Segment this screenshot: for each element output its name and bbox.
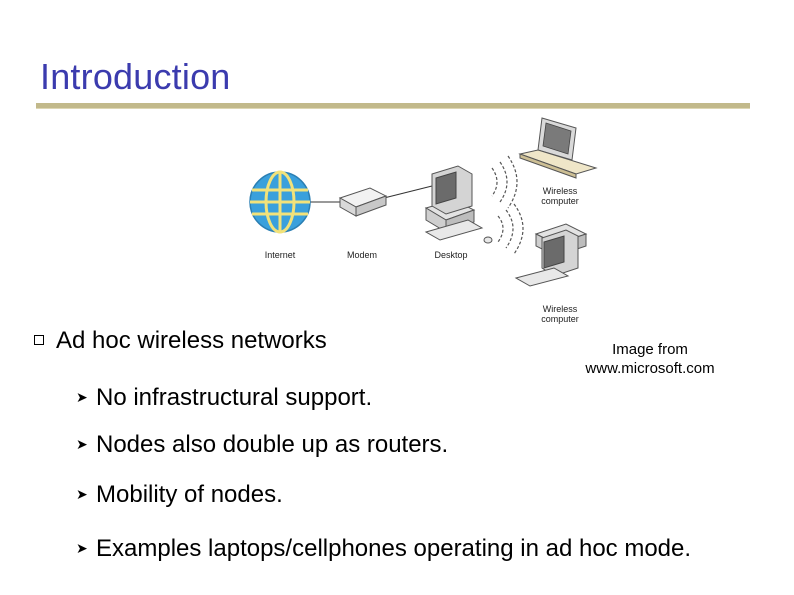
network-diagram-svg — [249, 117, 598, 287]
sub-bullet: ➤ Mobility of nodes. — [76, 479, 283, 510]
desktop-computer-icon — [424, 165, 493, 244]
sub-bullet-text: Mobility of nodes. — [96, 481, 283, 508]
label-internet: Internet — [264, 250, 296, 260]
sub-bullet: ➤ Nodes also double up as routers. — [76, 429, 448, 460]
label-wireless-computer-top: Wireless computer — [541, 186, 579, 206]
label-desktop: Desktop — [434, 250, 468, 260]
title-underline — [36, 103, 750, 108]
main-bullet: Ad hoc wireless networks — [34, 326, 327, 356]
sub-bullet: ➤ No infrastructural support. — [76, 382, 372, 413]
image-credit: Image from www.microsoft.com — [560, 340, 740, 378]
globe-icon — [249, 170, 311, 234]
wireless-desktop-icon — [514, 223, 588, 287]
main-bullet-text: Ad hoc wireless networks — [56, 327, 327, 354]
arrow-bullet-icon: ➤ — [76, 486, 88, 502]
sub-bullet: ➤ Examples laptops/cellphones operating i… — [76, 533, 691, 564]
square-bullet-icon — [34, 335, 44, 345]
arrow-bullet-icon: ➤ — [76, 389, 88, 405]
arrow-bullet-icon: ➤ — [76, 436, 88, 452]
label-modem: Modem — [346, 250, 377, 260]
image-credit-line2: www.microsoft.com — [585, 360, 715, 377]
image-credit-line1: Image from — [612, 341, 688, 358]
sub-bullet-text: Examples laptops/cellphones operating in… — [96, 535, 692, 562]
network-diagram: Internet Modem Desktop Wireless computer… — [236, 110, 616, 332]
arrow-bullet-icon: ➤ — [76, 540, 88, 556]
sub-bullet-text: Nodes also double up as routers. — [96, 431, 449, 458]
slide-title: Introduction — [40, 56, 231, 97]
wireless-waves-icon — [491, 155, 524, 255]
label-wireless-computer-bottom: Wireless computer — [541, 304, 579, 324]
modem-desktop-link — [383, 185, 433, 199]
laptop-top-icon — [518, 117, 598, 179]
title-underline-shadow — [36, 108, 750, 109]
modem-icon — [338, 187, 388, 217]
sub-bullet-text: No infrastructural support. — [96, 384, 373, 411]
